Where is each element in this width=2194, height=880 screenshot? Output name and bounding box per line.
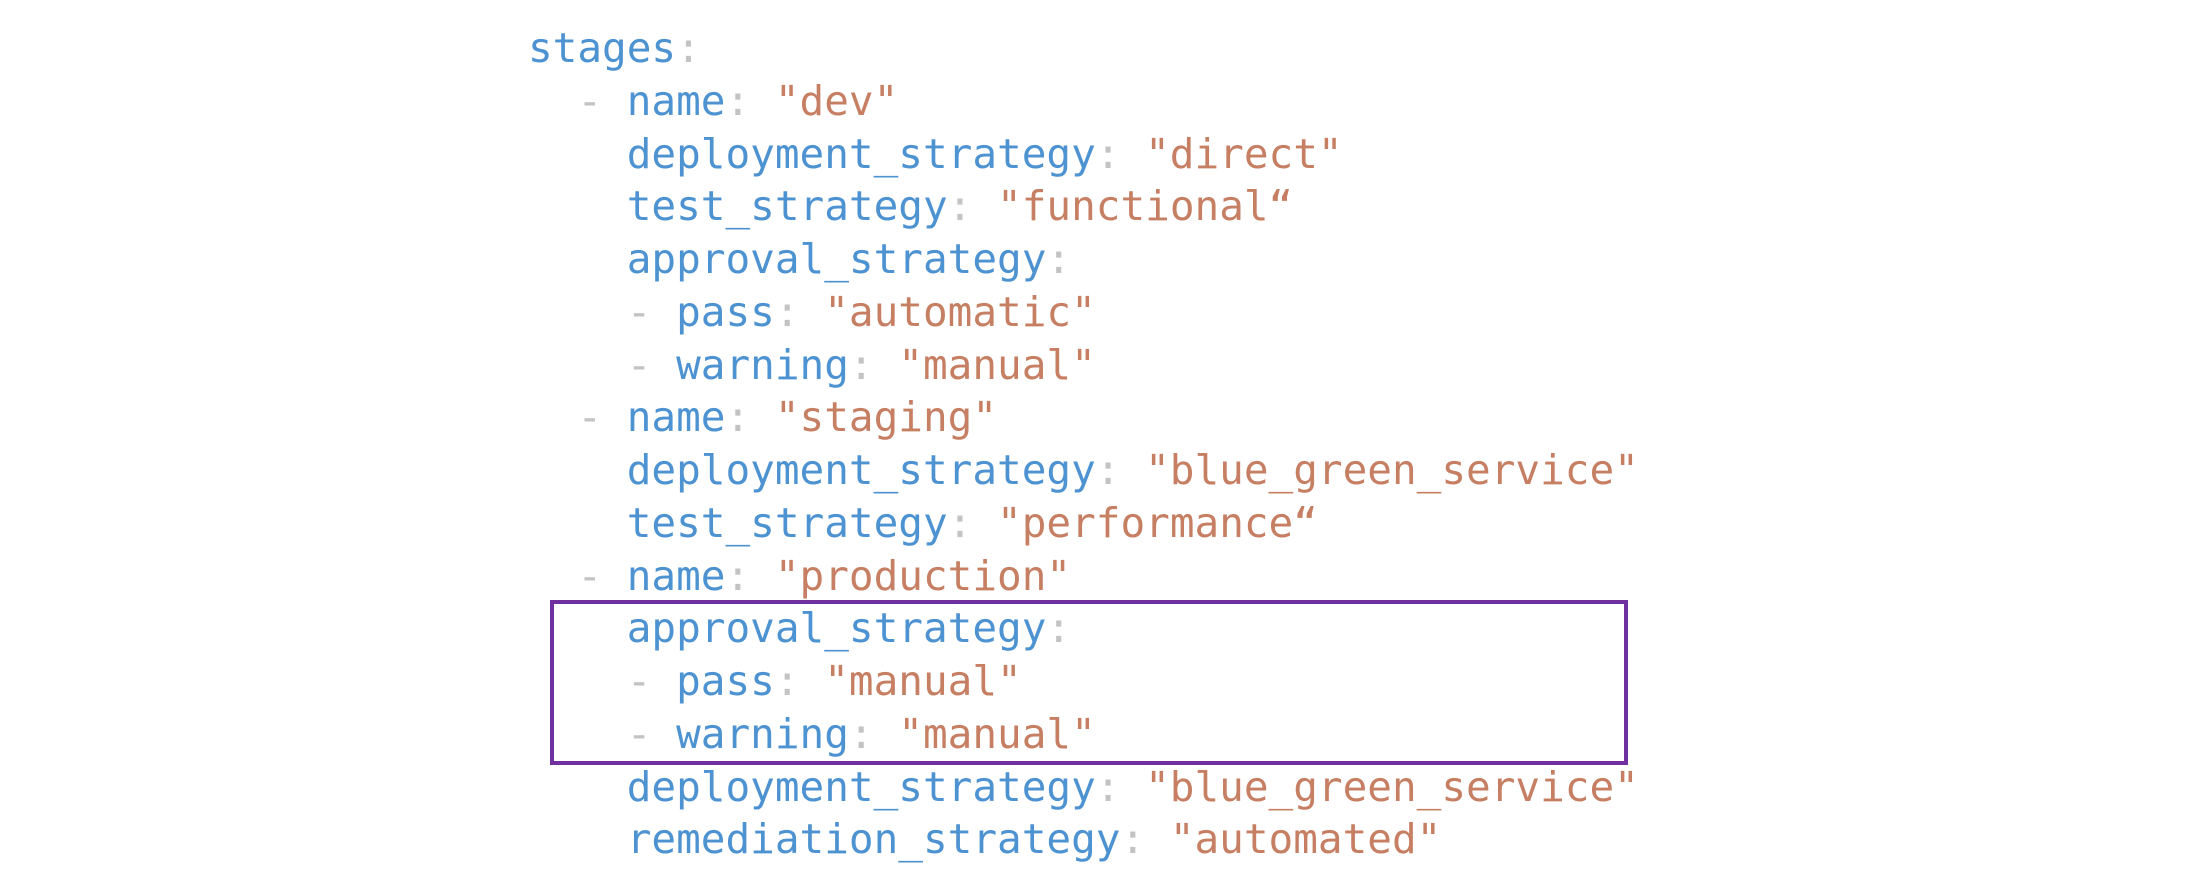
code-token-punctuation: : — [1046, 604, 1072, 653]
code-token-key: pass — [676, 657, 775, 705]
code-token-punctuation: : — [725, 393, 775, 442]
highlight-box — [550, 600, 1628, 765]
code-token-punctuation: : — [947, 182, 998, 231]
code-line: - name: "dev" — [528, 75, 1639, 128]
code-token-string: "direct" — [1145, 129, 1343, 178]
code-token-string: "blue_green_service" — [1145, 446, 1639, 494]
code-token-punctuation: - — [528, 76, 627, 125]
code-token-key: warning — [676, 709, 849, 758]
code-token-key: deployment_strategy — [626, 129, 1096, 178]
code-token-punctuation: : — [676, 24, 701, 72]
code-block: stages: - name: "dev" deployment_strateg… — [528, 22, 1639, 866]
code-token-string: "manual" — [898, 340, 1096, 389]
code-line: deployment_strategy: "blue_green_service… — [528, 444, 1639, 497]
code-token-punctuation: : — [774, 657, 825, 705]
code-token-string: "manual" — [898, 709, 1096, 758]
code-token-string: "functional“ — [997, 182, 1294, 231]
code-token-key: deployment_strategy — [626, 762, 1096, 811]
code-line: - name: "staging" — [528, 391, 1639, 444]
code-token-punctuation: - — [528, 551, 627, 600]
code-token-punctuation: : — [848, 340, 899, 389]
code-token-key: remediation_strategy — [626, 815, 1121, 864]
code-token-punctuation — [528, 446, 627, 494]
code-token-punctuation: : — [1046, 235, 1072, 283]
code-token-punctuation: : — [725, 551, 775, 600]
code-line: - pass: "automatic" — [528, 286, 1639, 339]
code-token-punctuation: : — [725, 76, 775, 125]
code-token-punctuation — [528, 763, 627, 811]
code-token-punctuation: : — [1095, 129, 1146, 178]
code-token-key: pass — [676, 287, 775, 336]
code-token-string: "blue_green_service" — [1145, 762, 1639, 811]
code-token-punctuation — [528, 499, 627, 547]
code-token-string: "automated" — [1169, 815, 1442, 864]
code-line: test_strategy: "functional“ — [528, 180, 1639, 233]
code-line: - warning: "manual" — [528, 708, 1639, 761]
code-token-string: "dev" — [774, 76, 899, 125]
code-token-key: warning — [676, 340, 849, 389]
code-token-key: deployment_strategy — [626, 446, 1096, 494]
code-token-punctuation: : — [947, 498, 998, 547]
code-token-key: test_strategy — [626, 498, 948, 547]
code-line: - pass: "manual" — [528, 655, 1639, 708]
code-token-punctuation — [528, 815, 627, 863]
code-token-punctuation — [528, 182, 627, 230]
code-token-key: approval_strategy — [626, 235, 1047, 283]
code-token-punctuation: : — [848, 709, 899, 758]
code-token-punctuation: - — [528, 393, 627, 442]
code-token-punctuation: : — [1095, 762, 1146, 811]
code-token-string: "performance“ — [997, 498, 1318, 547]
code-line: test_strategy: "performance“ — [528, 497, 1639, 550]
code-line: approval_strategy: — [528, 602, 1639, 655]
code-token-key: stages — [528, 24, 677, 72]
code-line: approval_strategy: — [528, 233, 1639, 286]
code-line: - warning: "manual" — [528, 339, 1639, 392]
code-line: deployment_strategy: "blue_green_service… — [528, 761, 1639, 814]
code-token-punctuation — [528, 604, 627, 652]
code-token-string: "manual" — [824, 657, 1022, 705]
code-token-punctuation: - — [528, 709, 677, 758]
code-token-key: name — [626, 551, 726, 600]
code-token-punctuation — [528, 235, 627, 283]
code-token-string: "automatic" — [824, 287, 1096, 336]
code-token-key: name — [626, 76, 726, 125]
code-token-string: "staging" — [774, 393, 998, 442]
code-token-punctuation: : — [1095, 446, 1146, 494]
code-line: deployment_strategy: "direct" — [528, 128, 1639, 181]
code-token-key: name — [626, 393, 726, 442]
code-token-key: test_strategy — [626, 182, 948, 231]
code-line: stages: — [528, 22, 1639, 75]
code-line: - name: "production" — [528, 550, 1639, 603]
code-token-punctuation: - — [528, 657, 677, 705]
code-token-punctuation: - — [528, 340, 677, 389]
code-line: remediation_strategy: "automated" — [528, 813, 1639, 866]
code-token-punctuation — [528, 130, 627, 178]
code-token-punctuation: : — [1120, 815, 1170, 864]
code-token-string: "production" — [774, 551, 1072, 600]
code-token-key: approval_strategy — [626, 604, 1047, 653]
code-token-punctuation: : — [774, 287, 825, 336]
code-token-punctuation: - — [528, 287, 677, 336]
